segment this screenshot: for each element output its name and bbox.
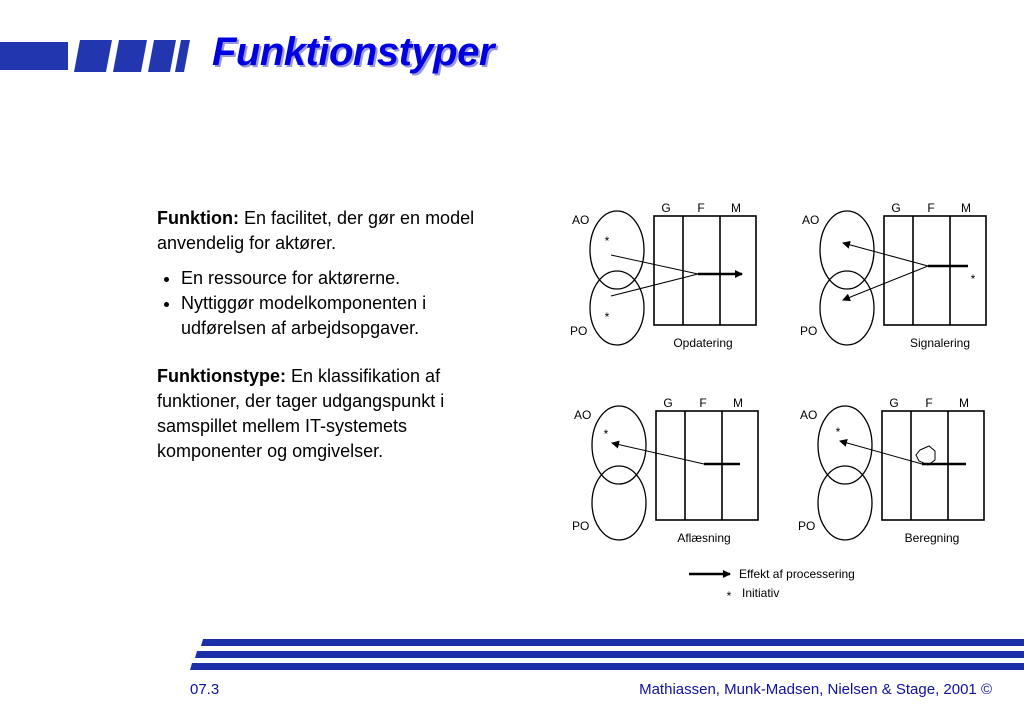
panel-opdatering: G F M AO PO * * Opdatering — [570, 201, 757, 350]
decor-block — [175, 40, 190, 72]
footer-stripe — [190, 663, 1024, 670]
po-label: PO — [798, 519, 815, 533]
column-label-f: F — [925, 396, 932, 410]
po-ellipse — [589, 270, 645, 346]
function-type-diagram: G F M AO PO * * Opdatering G F M AO PO *… — [570, 201, 987, 603]
po-ellipse — [591, 465, 647, 541]
interaction-arrow — [842, 240, 929, 267]
ao-ellipse — [819, 210, 875, 290]
po-label: PO — [570, 324, 587, 338]
ao-ellipse — [589, 210, 645, 290]
system-box — [881, 410, 985, 521]
ao-label: AO — [800, 408, 817, 422]
decor-block — [74, 40, 112, 72]
po-ellipse — [817, 465, 873, 541]
definition-text: En klassifikation af funktioner, der tag… — [157, 366, 445, 461]
legend-star: * — [727, 589, 732, 603]
ao-label: AO — [802, 213, 819, 227]
column-label-m: M — [731, 201, 741, 215]
column-label-m: M — [959, 396, 969, 410]
column-label-m: M — [961, 201, 971, 215]
ao-label: AO — [574, 408, 591, 422]
system-box — [883, 215, 987, 326]
column-label-f: F — [927, 201, 934, 215]
panel-label: Signalering — [910, 336, 970, 350]
slide-number: 07.3 — [190, 681, 220, 698]
po-ellipse — [819, 270, 875, 346]
column-label-m: M — [733, 396, 743, 410]
decor-bar — [0, 42, 68, 70]
system-box — [653, 215, 757, 326]
computation-blob — [915, 445, 936, 466]
definition-funktionstype: Funktionstype: En klassifikation af funk… — [157, 364, 502, 464]
initiative-star: * — [971, 272, 976, 286]
panel-aflaesning: G F M AO PO * Aflæsning — [572, 396, 759, 545]
initiative-star: * — [604, 427, 609, 441]
interaction-arrow — [611, 440, 705, 465]
decor-block — [148, 40, 176, 72]
text-block: Funktion: En facilitet, der gør en model… — [157, 206, 502, 464]
system-box — [655, 410, 759, 521]
initiative-star: * — [605, 310, 610, 324]
ao-ellipse — [591, 405, 647, 485]
interaction-arrow — [839, 439, 923, 465]
column-label-g: G — [891, 201, 900, 215]
bullet-list: En ressource for aktørerne. Nyttiggør mo… — [157, 266, 502, 341]
po-label: PO — [572, 519, 589, 533]
ao-label: AO — [572, 213, 589, 227]
legend-arrow-label: Effekt af processering — [739, 567, 855, 581]
interaction-arrow — [842, 265, 929, 302]
panel-signalering: G F M AO PO * Signalering — [800, 201, 987, 350]
definition-text: En facilitet, der gør en model anvendeli… — [157, 208, 475, 253]
interaction-line — [610, 254, 699, 275]
panel-label: Aflæsning — [677, 531, 730, 545]
interaction-line — [610, 273, 699, 297]
panel-label: Beregning — [905, 531, 960, 545]
list-item: En ressource for aktørerne. — [181, 266, 502, 291]
definition-term: Funktion: — [157, 208, 239, 228]
definition-funktion: Funktion: En facilitet, der gør en model… — [157, 206, 502, 256]
page-title: Funktionstyper — [212, 30, 494, 74]
po-label: PO — [800, 324, 817, 338]
column-label-f: F — [699, 396, 706, 410]
panel-beregning: G F M AO PO * Beregning — [798, 396, 985, 545]
footer-stripe — [195, 651, 1024, 658]
footer-credit: Mathiassen, Munk-Madsen, Nielsen & Stage… — [639, 681, 992, 698]
ao-ellipse — [817, 405, 873, 485]
initiative-star: * — [836, 425, 841, 439]
legend: Effekt af processering * Initiativ — [689, 567, 855, 603]
column-label-g: G — [661, 201, 670, 215]
header-decoration — [0, 40, 190, 72]
footer-stripe — [201, 639, 1024, 646]
initiative-star: * — [605, 234, 610, 248]
panel-label: Opdatering — [673, 336, 732, 350]
column-label-f: F — [697, 201, 704, 215]
column-label-g: G — [663, 396, 672, 410]
footer-decoration — [190, 639, 1024, 670]
list-item: Nyttiggør modelkomponenten i udførelsen … — [181, 291, 502, 341]
legend-star-label: Initiativ — [742, 586, 779, 600]
decor-block — [113, 40, 147, 72]
definition-term: Funktionstype: — [157, 366, 286, 386]
column-label-g: G — [889, 396, 898, 410]
